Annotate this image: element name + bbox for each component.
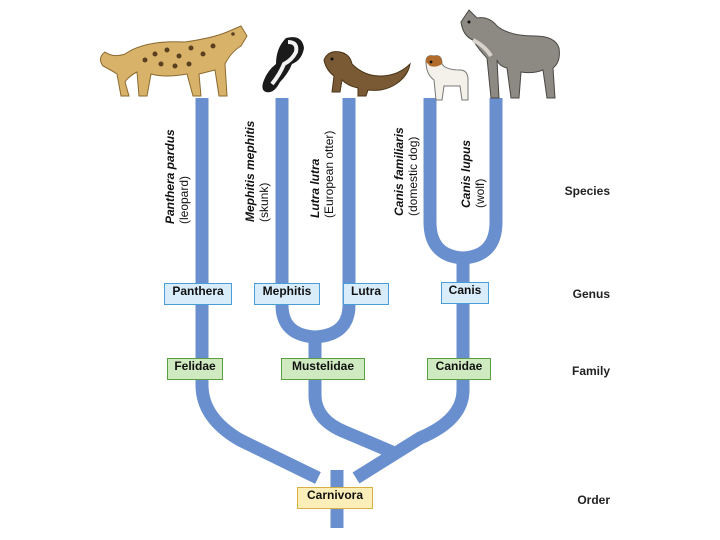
species-label-otter: Lutra lutra (European otter) [308, 131, 336, 218]
genus-box-panthera: Panthera [164, 283, 232, 305]
otter-icon [318, 46, 414, 98]
family-box-canidae: Canidae [427, 358, 491, 380]
species-scientific-name: Canis lupus [459, 140, 473, 208]
species-common-name: (leopard) [177, 129, 191, 224]
species-common-name: (domestic dog) [406, 127, 420, 216]
species-scientific-name: Lutra lutra [308, 131, 322, 218]
rank-label-genus: Genus [500, 287, 610, 301]
wolf-icon [455, 6, 565, 102]
family-box-mustelidae: Mustelidae [281, 358, 365, 380]
species-label-wolf: Canis lupus (wolf) [459, 140, 487, 208]
branch-mustelidae [315, 337, 392, 452]
species-scientific-name: Mephitis mephitis [243, 121, 257, 222]
species-label-dog: Canis familiaris (domestic dog) [392, 127, 420, 216]
order-box-carnivora: Carnivora [297, 487, 373, 509]
rank-label-family: Family [500, 364, 610, 378]
rank-label-species: Species [500, 184, 610, 198]
species-label-skunk: Mephitis mephitis (skunk) [243, 121, 271, 222]
species-common-name: (wolf) [473, 140, 487, 208]
genus-box-mephitis: Mephitis [254, 283, 320, 305]
species-common-name: (European otter) [322, 131, 336, 218]
species-label-leopard: Panthera pardus (leopard) [163, 129, 191, 224]
genus-box-canis: Canis [441, 282, 489, 304]
leopard-icon [95, 18, 255, 100]
family-box-felidae: Felidae [167, 358, 223, 380]
skunk-icon [258, 34, 308, 96]
genus-box-lutra: Lutra [343, 283, 389, 305]
rank-label-order: Order [500, 493, 610, 507]
species-scientific-name: Canis familiaris [392, 127, 406, 216]
species-common-name: (skunk) [257, 121, 271, 222]
species-scientific-name: Panthera pardus [163, 129, 177, 224]
